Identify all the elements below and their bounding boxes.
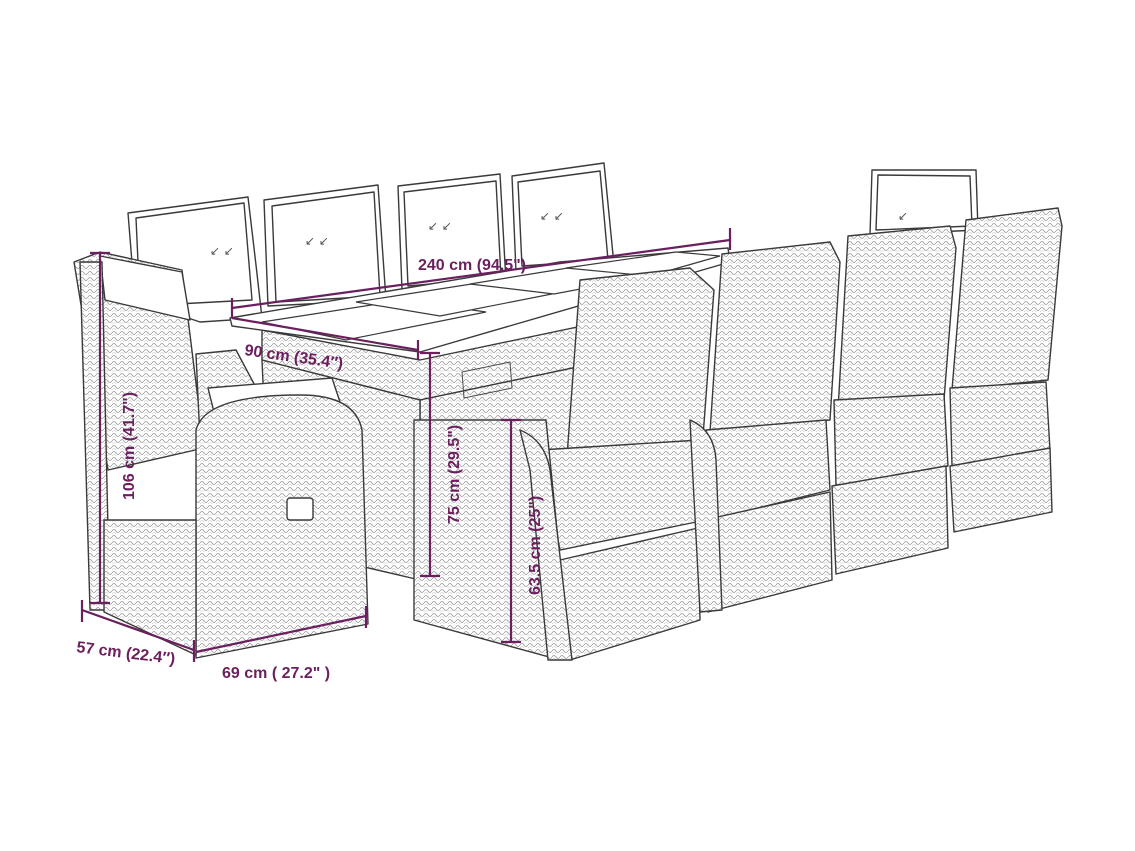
chair-width-label: 69 cm ( 27.2" ) [222, 665, 330, 682]
seat-height-label: 63.5 cm (25") [527, 496, 544, 595]
svg-text:↙ ↙: ↙ ↙ [210, 244, 234, 258]
table-length-label: 240 cm (94.5") [418, 257, 526, 274]
front-chair-1 [413, 267, 715, 661]
far-chair-3: ↙ ↙ [397, 173, 507, 291]
far-chairs: ↙ ↙ ↙ ↙ ↙ ↙ ↙ ↙ ↙ [127, 162, 979, 323]
front-left-chair [73, 251, 369, 659]
chair-height-label: 106 cm (41.7") [121, 392, 138, 500]
svg-text:↙ ↙: ↙ ↙ [305, 234, 329, 248]
table-height-label: 75 cm (29.5") [446, 425, 463, 524]
table-width-line [231, 316, 419, 352]
svg-text:↙ ↙: ↙ ↙ [540, 209, 564, 223]
svg-text:↙: ↙ [898, 209, 908, 223]
chair-width-line [195, 614, 367, 654]
svg-text:↙ ↙: ↙ ↙ [428, 219, 452, 233]
chair-depth-line [81, 608, 195, 652]
front-chair-3 [831, 225, 957, 575]
table-length-line [231, 238, 731, 310]
front-chair-2 [689, 241, 841, 613]
far-chair-5: ↙ [869, 169, 979, 236]
far-chair-4: ↙ ↙ [511, 162, 615, 273]
far-chair-2: ↙ ↙ [263, 184, 387, 307]
front-chair-4 [949, 207, 1063, 533]
chair-depth-label: 57 cm (22.4″) [76, 639, 177, 668]
